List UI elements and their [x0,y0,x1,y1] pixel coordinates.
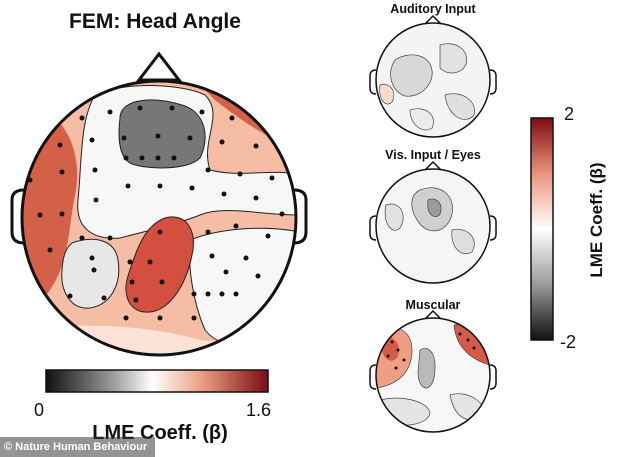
side-colorbar-min: -2 [560,332,577,352]
dark-gray-region [118,99,206,169]
side-colorbar-title: LME Coeff. (β) [587,162,606,278]
left-ear [10,188,25,245]
lower-left-gray-region [61,238,120,309]
nose-marker [135,51,183,82]
muscular-topomap [369,309,497,433]
auditory-topomap [369,14,497,138]
vis-input-title: Vis. Input / Eyes [385,148,481,162]
main-title: FEM: Head Angle [69,10,241,33]
main-colorbar [45,369,269,393]
auditory-title: Auditory Input [390,2,476,16]
central-red-region [125,216,194,313]
muscular-title: Muscular [405,298,461,312]
lower-right-white-region [189,227,296,347]
main-topomap [10,51,308,357]
watermark: © Nature Human Behaviour [0,437,156,457]
electrode-dots [27,105,285,321]
main-colorbar-max: 1.6 [246,400,272,420]
side-colorbar-max: 2 [564,104,575,124]
side-colorbar [530,117,554,341]
right-ear [293,188,308,245]
vis-input-topomap [369,160,497,284]
main-colorbar-min: 0 [34,400,45,420]
head-outline [20,79,298,357]
